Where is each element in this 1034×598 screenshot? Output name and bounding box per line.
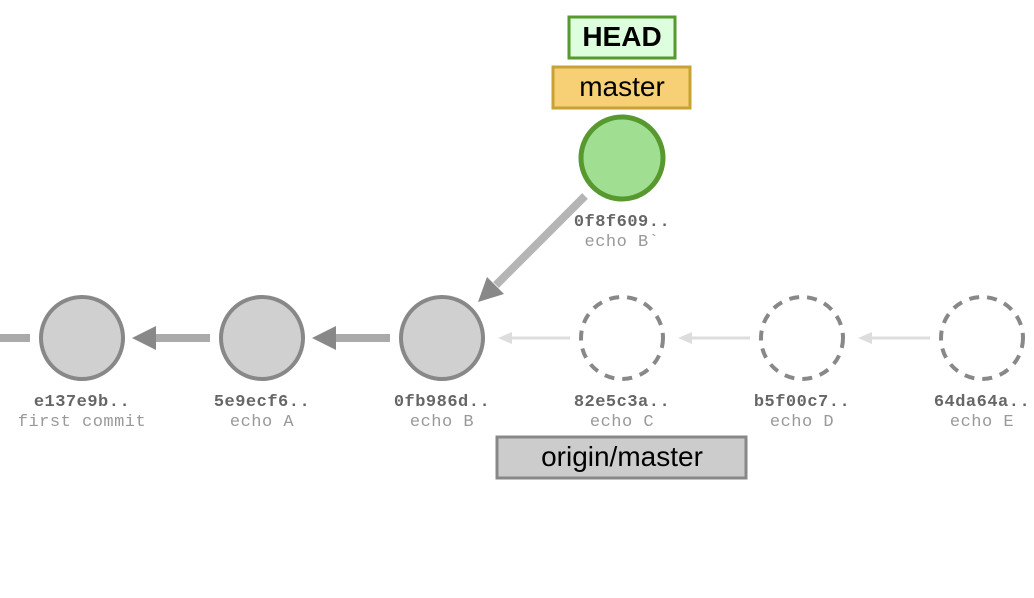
commit-message: first commit xyxy=(18,413,146,432)
edge-0f8f609-to-0fb986d xyxy=(493,193,588,288)
commit-hash: e137e9b.. xyxy=(34,393,130,412)
commit-node-b5f00c7[interactable] xyxy=(759,295,845,381)
ref-head-box xyxy=(567,15,677,60)
edges xyxy=(0,193,930,350)
ref-master-box xyxy=(551,65,692,110)
commit-message: echo C xyxy=(590,413,654,432)
ref-origin-master-label: origin/master xyxy=(541,441,703,472)
ref-master[interactable]: master xyxy=(551,65,692,110)
commit-hash: 5e9ecf6.. xyxy=(214,393,310,412)
ref-head[interactable]: HEAD xyxy=(567,15,677,60)
commit-message: echo A xyxy=(230,413,295,432)
arrowhead-82e5c3a-to-0fb986d xyxy=(498,332,512,344)
arrowhead-b5f00c7-to-82e5c3a xyxy=(678,332,692,344)
commit-message: echo E xyxy=(950,413,1014,432)
commit-labels: e137e9b.. first commit 5e9ecf6.. echo A … xyxy=(18,213,1030,432)
commit-hash: 82e5c3a.. xyxy=(574,393,670,412)
commit-node-82e5c3a[interactable] xyxy=(579,295,665,381)
ref-origin-master-box xyxy=(495,435,748,480)
nodes xyxy=(39,114,1025,381)
commit-hash: 0fb986d.. xyxy=(394,393,490,412)
commit-node-0f8f609[interactable] xyxy=(578,114,666,202)
commit-node-5e9ecf6[interactable] xyxy=(219,295,305,381)
commit-node-e137e9b[interactable] xyxy=(39,295,125,381)
arrowhead-0f8f609-to-0fb986d xyxy=(478,277,504,302)
commit-hash: b5f00c7.. xyxy=(754,393,850,412)
commit-hash: 64da64a.. xyxy=(934,393,1030,412)
arrowhead-0fb986d-to-5e9ecf6 xyxy=(312,326,336,350)
arrowhead-5e9ecf6-to-e137e9b xyxy=(132,326,156,350)
arrowhead-64da64a-to-b5f00c7 xyxy=(858,332,872,344)
ref-head-label: HEAD xyxy=(582,21,661,52)
commit-message: echo D xyxy=(770,413,834,432)
commit-node-64da64a[interactable] xyxy=(939,295,1025,381)
commit-hash: 0f8f609.. xyxy=(574,213,670,232)
commit-message: echo B` xyxy=(585,233,660,252)
ref-origin-master[interactable]: origin/master xyxy=(495,435,748,480)
commit-message: echo B xyxy=(410,413,474,432)
commit-node-0fb986d[interactable] xyxy=(399,295,485,381)
ref-master-label: master xyxy=(579,71,665,102)
